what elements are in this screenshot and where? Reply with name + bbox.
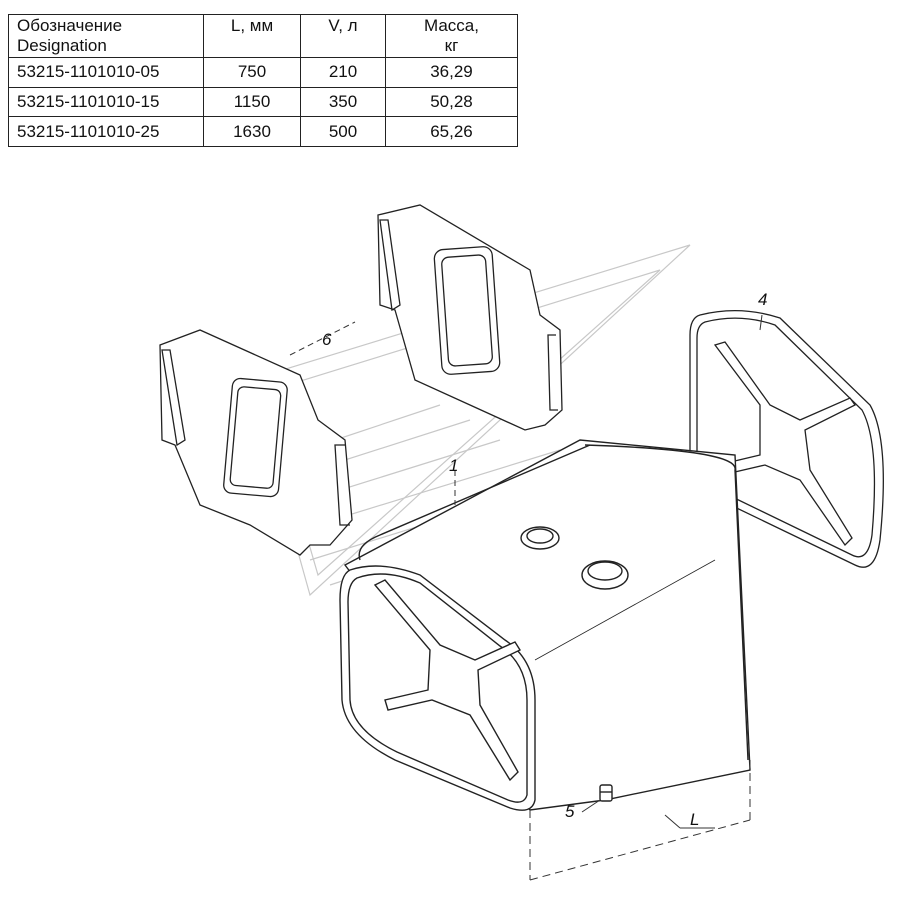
leader-lines: [289, 314, 763, 881]
cell-length: 750: [203, 57, 301, 88]
cell-designation: 53215-1101010-15: [8, 86, 204, 118]
table-row: 53215-1101010-05 750 210 36,29: [8, 57, 518, 88]
cell-mass: 65,26: [385, 116, 518, 147]
callout-4: 4: [758, 290, 768, 309]
callout-1: 1: [449, 456, 459, 475]
header-length: L, мм: [203, 14, 301, 58]
callout-6: 6: [322, 330, 332, 349]
header-volume: V, л: [300, 14, 386, 58]
table-row: 53215-1101010-25 1630 500 65,26: [8, 116, 518, 147]
cell-volume: 210: [300, 57, 386, 88]
cell-volume: 500: [300, 116, 386, 147]
end-cover: [689, 310, 884, 568]
cell-designation: 53215-1101010-05: [8, 57, 204, 88]
baffle-left: [159, 329, 353, 556]
cell-mass: 36,29: [385, 57, 518, 88]
cell-designation: 53215-1101010-25: [8, 116, 204, 147]
cell-length: 1150: [203, 86, 301, 118]
baffle-right: [377, 204, 563, 431]
header-designation: Обозначение Designation: [8, 14, 204, 58]
cell-length: 1630: [203, 116, 301, 147]
table-header-row: Обозначение Designation L, мм V, л Масса…: [8, 14, 518, 58]
header-mass: Масса, кг: [385, 14, 518, 58]
callout-5: 5: [565, 802, 575, 821]
specification-table: Обозначение Designation L, мм V, л Масса…: [8, 14, 518, 147]
tank-body: [339, 439, 751, 811]
callout-length: L: [690, 810, 700, 829]
